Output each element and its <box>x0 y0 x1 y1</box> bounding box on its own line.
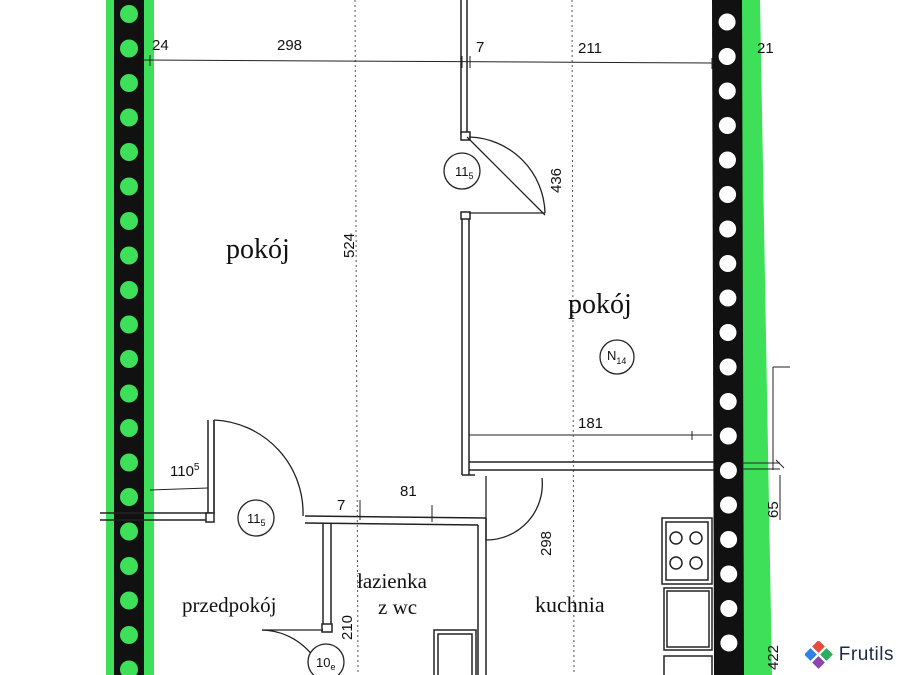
wall-hole <box>717 47 737 66</box>
wall-hole <box>120 177 138 196</box>
wall-hole <box>717 116 737 135</box>
wall-hole <box>718 288 738 308</box>
wall-hole <box>717 150 737 170</box>
dim-110: 1105 <box>170 462 200 480</box>
left-external-wall <box>114 0 144 675</box>
wall-hole <box>120 350 138 368</box>
dim-181: 181 <box>578 415 603 432</box>
wall-hole <box>120 384 138 403</box>
svg-text:10e: 10e <box>316 655 335 672</box>
bathtub <box>433 629 477 675</box>
door-tag-upper: 115 <box>443 152 481 190</box>
svg-text:115: 115 <box>247 511 266 528</box>
wall-hole <box>719 564 739 584</box>
logo-diamond-top <box>811 641 825 653</box>
wall-hole <box>718 461 738 480</box>
frutils-brand: Frutils <box>800 639 898 671</box>
door-tag-middle: 115 <box>237 499 275 537</box>
kitchen-stove <box>661 517 713 585</box>
wall-hole <box>120 5 138 23</box>
dim-vertical-422: 422 <box>765 645 782 670</box>
wall-hole <box>120 488 138 506</box>
wall-hole <box>718 357 738 377</box>
right-external-wall <box>712 0 744 675</box>
wall-hole <box>719 633 739 653</box>
frutils-logo-icon <box>804 641 833 669</box>
logo-diamond-bottom <box>811 656 825 669</box>
wall-hole <box>718 254 738 273</box>
door-tag-bottom: 10e <box>307 643 345 675</box>
unit-tag: N14 <box>599 339 635 375</box>
wall-hole <box>718 323 738 342</box>
guide-line-right <box>571 0 575 675</box>
dim-vertical-65: 65 <box>765 501 782 518</box>
wall-hole <box>120 419 138 437</box>
dim-top-7: 7 <box>476 39 484 56</box>
dim-top-298: 298 <box>277 37 302 54</box>
dim-vertical-210: 210 <box>339 615 356 640</box>
top-dimension-line <box>143 55 715 69</box>
brand-name: Frutils <box>838 644 894 665</box>
wall-hole <box>719 530 739 549</box>
wall-hole <box>718 392 738 411</box>
logo-diamond-left <box>804 648 817 661</box>
wall-hole <box>120 660 138 675</box>
room-label-przedpokoj: przedpokój <box>182 593 276 617</box>
svg-text:N14: N14 <box>607 348 626 366</box>
wall-hole <box>717 12 737 32</box>
door-swings <box>213 136 546 675</box>
room-label-kuchnia: kuchnia <box>535 592 605 617</box>
svg-text:115: 115 <box>455 164 474 181</box>
wall-hole <box>120 74 138 92</box>
wall-hole <box>120 246 138 265</box>
wall-hole <box>120 591 138 610</box>
dim-top-211: 211 <box>578 40 602 57</box>
dim-vertical-524: 524 <box>341 233 358 258</box>
right-wall-highlight <box>738 0 772 675</box>
dim-vertical-298: 298 <box>538 531 555 556</box>
room-label-pokoj-right: pokój <box>568 289 632 320</box>
wall-hole <box>120 281 138 299</box>
wall-hole <box>717 81 737 101</box>
dim-top-24: 24 <box>152 37 169 54</box>
wall-hole <box>120 39 138 58</box>
dim-81: 81 <box>400 483 417 500</box>
wall-hole <box>120 212 138 230</box>
dim-7-middle: 7 <box>337 497 345 514</box>
dimension-lines <box>149 366 790 522</box>
room-label-lazienka-wc: z wc <box>378 595 417 619</box>
wall-hole <box>719 599 739 618</box>
dim-vertical-436: 436 <box>548 168 565 193</box>
wall-hole <box>120 626 138 644</box>
wall-hole <box>718 495 738 515</box>
wall-hole <box>120 557 138 575</box>
wall-hole <box>120 522 138 541</box>
wall-hole <box>718 185 738 204</box>
dim-top-21: 21 <box>757 40 774 57</box>
wall-hole <box>120 453 138 472</box>
room-label-lazienka: łazienka <box>357 569 428 593</box>
wall-hole <box>718 219 738 239</box>
kitchen-counter <box>663 587 713 675</box>
wall-hole <box>120 315 138 334</box>
logo-diamond-right <box>819 648 833 661</box>
wall-hole <box>120 143 138 161</box>
room-label-pokoj-left: pokój <box>226 234 290 265</box>
wall-hole <box>718 426 738 446</box>
wall-hole <box>120 108 138 127</box>
